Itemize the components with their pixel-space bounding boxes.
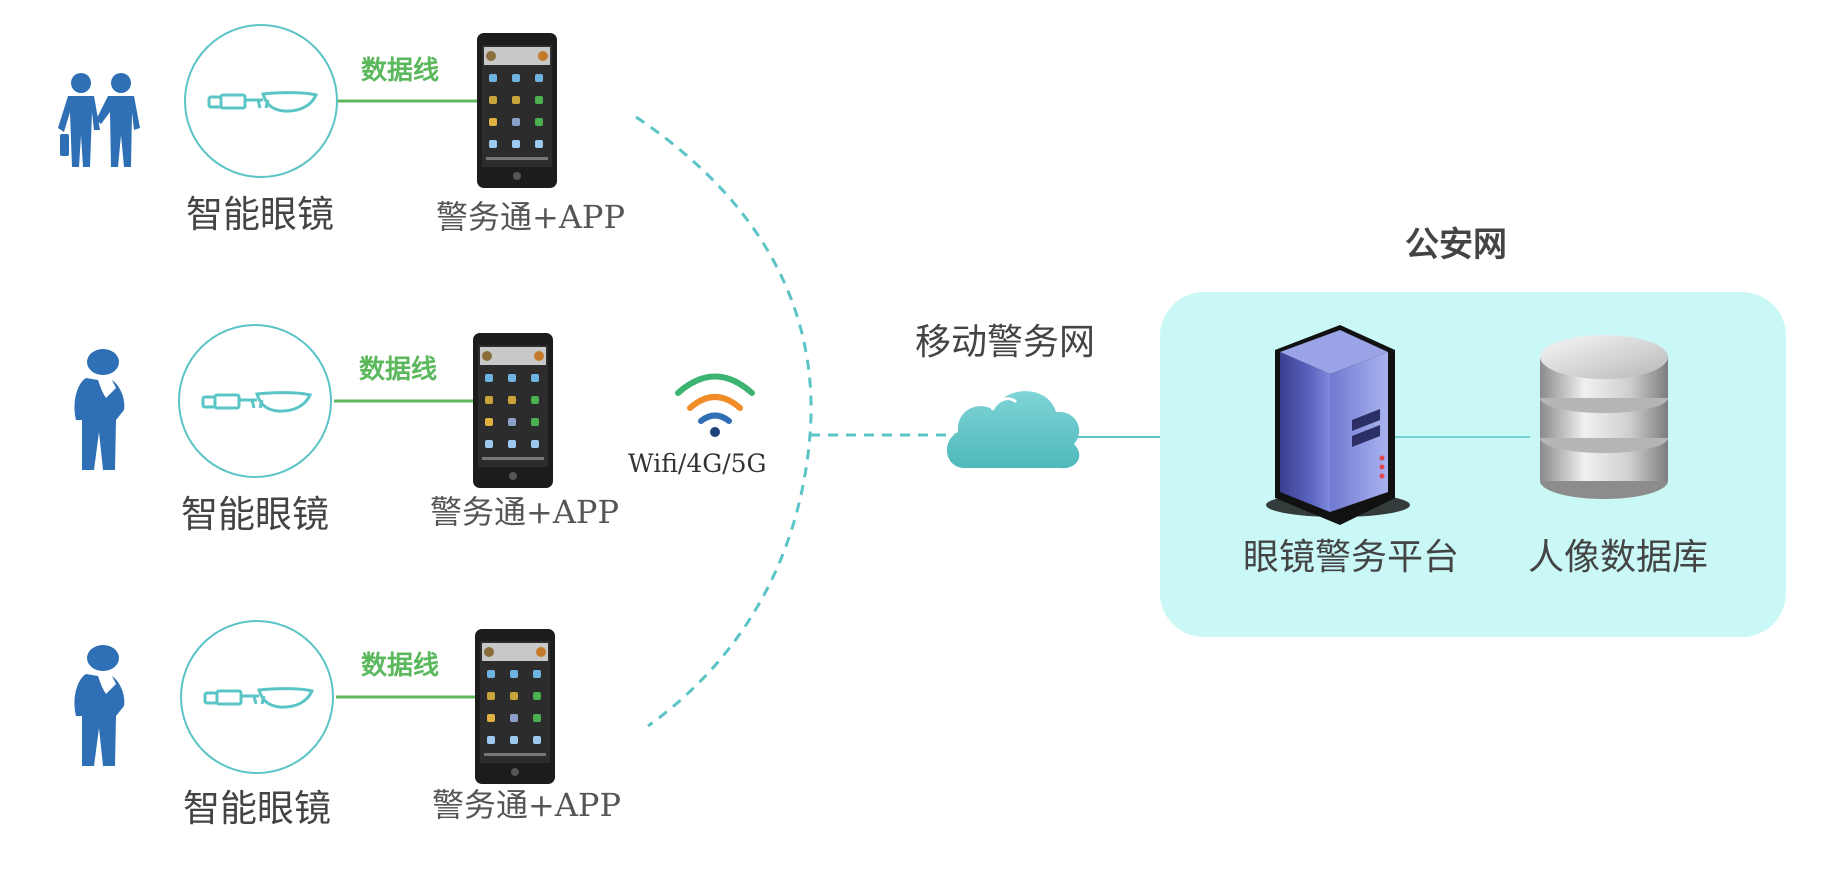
officer-icon	[74, 349, 125, 470]
unit-3	[74, 620, 555, 784]
data-cable-label: 数据线	[361, 56, 440, 86]
police-phone-icon	[475, 629, 555, 784]
platform-label: 眼镜警务平台	[1243, 537, 1460, 578]
cloud-icon	[946, 391, 1080, 469]
smart-glasses-label: 智能眼镜	[181, 493, 329, 536]
data-cable-label: 数据线	[359, 355, 438, 385]
officer-icon	[74, 645, 125, 766]
couple-icon	[58, 73, 140, 167]
wifi-icon	[675, 373, 755, 437]
database-label: 人像数据库	[1528, 537, 1709, 578]
unit-1	[58, 24, 557, 188]
smart-glasses-icon	[203, 687, 315, 709]
police-phone-icon	[477, 33, 557, 188]
smart-glasses-label: 智能眼镜	[186, 193, 334, 236]
smart-glasses-icon	[207, 91, 319, 113]
cloud-highlight	[990, 397, 1018, 411]
wireless-arc	[635, 115, 813, 728]
public-security-network-zone	[1160, 292, 1786, 637]
smart-glasses-label: 智能眼镜	[183, 787, 331, 830]
police-phone-icon	[473, 333, 553, 488]
server-icon	[1266, 325, 1410, 525]
smart-glasses-icon	[201, 391, 313, 413]
wireless-label: Wifi/4G/5G	[628, 449, 767, 478]
public-security-network-title: 公安网	[1405, 225, 1507, 265]
mobile-network-label: 移动警务网	[915, 322, 1096, 363]
unit-2	[74, 324, 553, 488]
database-icon	[1540, 335, 1668, 499]
police-phone-app-label: 警务通+APP	[430, 493, 619, 531]
police-phone-app-label: 警务通+APP	[432, 786, 621, 824]
police-phone-app-label: 警务通+APP	[436, 198, 625, 236]
data-cable-label: 数据线	[361, 651, 440, 681]
